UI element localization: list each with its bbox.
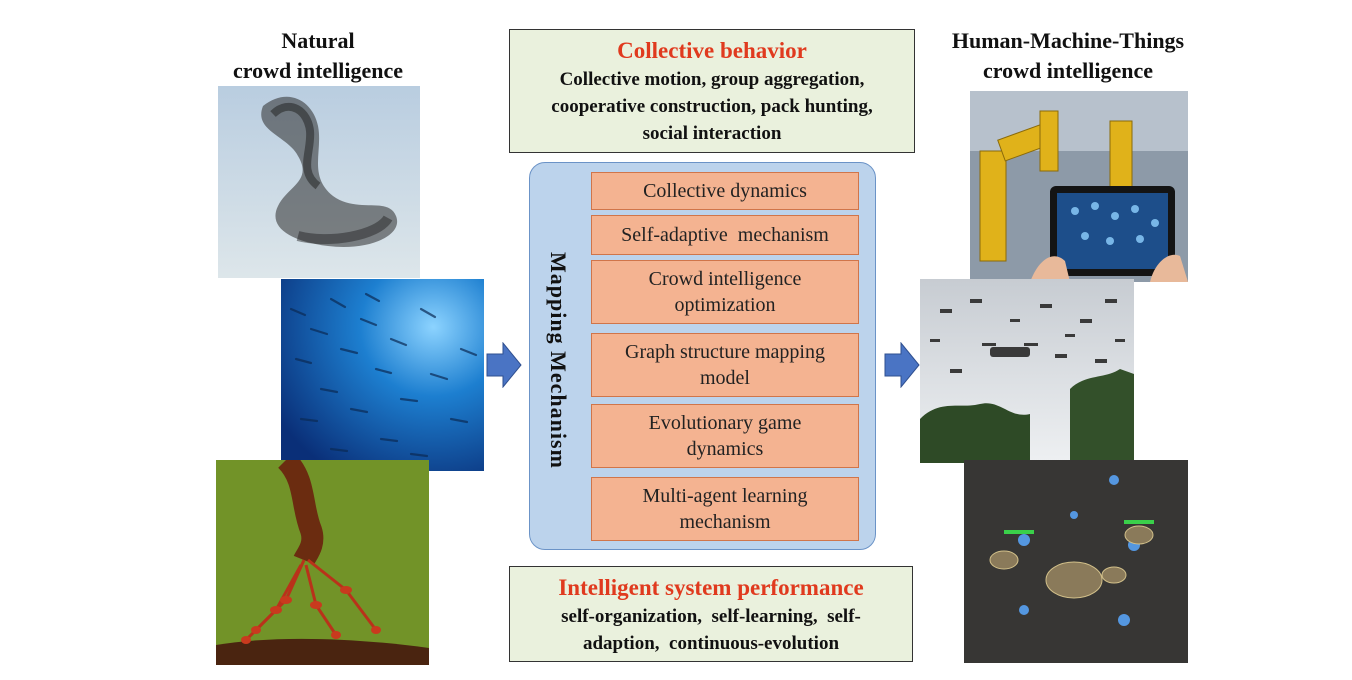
mapping-item-label: Collective dynamics <box>643 180 807 202</box>
mapping-item-crowd-optimization: Crowd intelligence optimization <box>591 260 859 324</box>
performance-box: Intelligent system performance self-orga… <box>509 566 913 662</box>
mapping-item-label-2: optimization <box>674 294 776 316</box>
performance-line2: adaption, continuous-evolution <box>582 633 840 654</box>
right-arrow-icon-left <box>486 341 522 389</box>
hmt-heading-line2: crowd intelligence <box>982 58 1154 83</box>
hmt-crowd-heading: Human-Machine-Things crowd intelligence <box>918 26 1218 86</box>
performance-line1: self-organization, self-learning, self- <box>561 606 861 627</box>
mapping-item-label: Evolutionary game <box>648 412 802 434</box>
mapping-item-graph-structure: Graph structure mapping model <box>591 333 859 397</box>
hmt-heading-line1: Human-Machine-Things <box>951 28 1185 53</box>
performance-title: Intelligent system performance <box>558 575 864 600</box>
industrial-robot-tablet-image <box>970 91 1188 282</box>
bird-flock-image <box>218 86 420 278</box>
mapping-item-label-2: dynamics <box>686 438 764 460</box>
natural-heading-line2: crowd intelligence <box>232 58 404 83</box>
mapping-item-label: Graph structure mapping <box>625 341 825 363</box>
ant-bridge-image <box>216 460 429 665</box>
mapping-item-label-2: model <box>699 367 750 389</box>
collective-behavior-box: Collective behavior Collective motion, g… <box>509 29 915 153</box>
collective-behavior-line1: Collective motion, group aggregation, <box>559 69 865 90</box>
mapping-item-collective-dynamics: Collective dynamics <box>591 172 859 210</box>
mapping-item-label: Self-adaptive mechanism <box>621 224 829 246</box>
collective-behavior-line2: cooperative construction, pack hunting, <box>551 96 873 117</box>
mapping-item-label: Crowd intelligence <box>648 268 802 290</box>
collective-behavior-line3: social interaction <box>642 123 782 144</box>
mapping-mechanism-title: Mapping Mechanism <box>546 252 571 469</box>
mapping-item-self-adaptive: Self-adaptive mechanism <box>591 215 859 255</box>
natural-heading-line1: Natural <box>281 28 355 53</box>
strategy-game-image <box>964 460 1188 663</box>
mapping-item-multi-agent: Multi-agent learning mechanism <box>591 477 859 541</box>
mapping-item-label-2: mechanism <box>679 511 771 533</box>
drone-swarm-image <box>920 279 1134 463</box>
fish-school-image <box>281 279 484 471</box>
collective-behavior-title: Collective behavior <box>617 38 807 63</box>
right-arrow-icon-right <box>884 341 920 389</box>
mapping-item-evolutionary-game: Evolutionary game dynamics <box>591 404 859 468</box>
natural-crowd-heading: Natural crowd intelligence <box>198 26 438 86</box>
mapping-item-label: Multi-agent learning <box>642 485 808 507</box>
